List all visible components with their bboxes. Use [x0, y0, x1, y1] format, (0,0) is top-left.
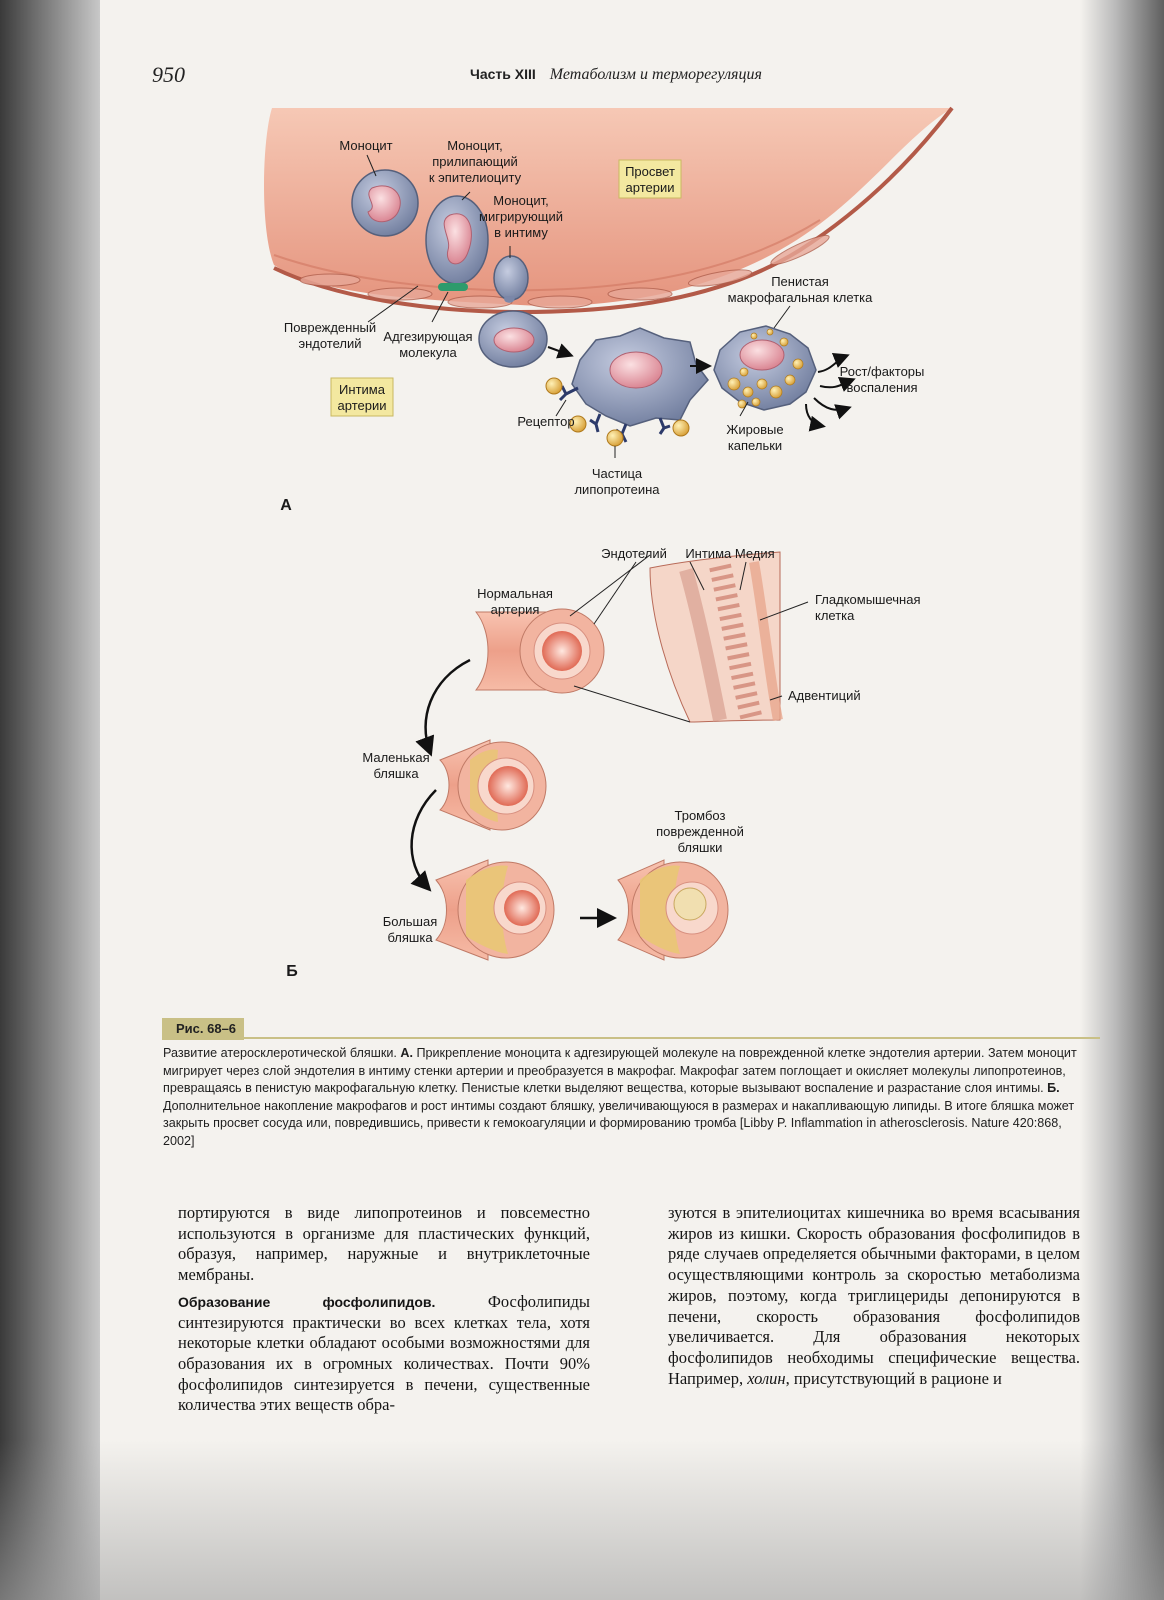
adhesion-label-1: Адгезирующая — [383, 329, 472, 344]
smooth-muscle-layer — [709, 563, 763, 723]
damaged-endothelium-label-2: эндотелий — [298, 336, 361, 351]
lumen-label-box — [618, 159, 682, 199]
panel-a: Просвет артерии — [264, 106, 954, 514]
panel-a-letter: А — [280, 497, 292, 514]
migrating-label-2: мигрирующий — [479, 209, 563, 224]
caption-a-text: Прикрепление моноцита к адгезирующей мол… — [163, 1046, 1077, 1096]
intima-label-2: артерии — [338, 398, 387, 413]
paragraph-phospholipids: Образование фосфолипидов. Фосфолипиды си… — [178, 1292, 590, 1416]
part-label: Часть XIII — [470, 66, 536, 82]
adhering-label-2: прилипающий — [432, 154, 518, 169]
intima-label-1: Интима — [339, 382, 386, 397]
leader-lines — [366, 154, 791, 458]
damaged-endothelium-label-1: Поврежденный — [284, 320, 376, 335]
body-column-left: портируются в виде липопротеинов и повсе… — [178, 1203, 590, 1416]
adventitia-layer — [749, 561, 783, 721]
scan-shadow-right — [1080, 0, 1164, 1600]
endothelial-cells — [299, 234, 830, 309]
normal-artery-label-1: Нормальная — [477, 586, 553, 601]
lipid-droplets-label-2: капельки — [728, 438, 782, 453]
large-plaque-label-2: бляшка — [387, 930, 433, 945]
emphasis-term: холин — [747, 1368, 786, 1388]
foam-label-1: Пенистая — [771, 274, 829, 289]
lumen-label-2: артерии — [626, 180, 675, 195]
adhesion-label-2: молекула — [399, 345, 457, 360]
thrombus — [673, 887, 707, 921]
adhesion-molecule-shape — [438, 283, 468, 291]
lipid-droplets — [727, 328, 804, 409]
small-plaque-label-1: Маленькая — [362, 750, 429, 765]
figure-rule — [244, 1037, 1100, 1039]
small-plaque-label-2: бляшка — [373, 766, 419, 781]
figure-badge: Рис. 68–6 — [162, 1018, 244, 1040]
caption-b-label: Б. — [1047, 1081, 1060, 1096]
normal-artery-label-2: артерия — [491, 602, 540, 617]
endothelium-label: Эндотелий — [601, 546, 667, 561]
lumen-label-1: Просвет — [625, 164, 675, 179]
paragraph: портируются в виде липопротеинов и повсе… — [178, 1203, 590, 1285]
migrating-label-1: Моноцит, — [493, 193, 548, 208]
smooth-muscle-label-2: клетка — [815, 608, 855, 623]
foam-label-2: макрофагальная клетка — [728, 290, 873, 305]
adhering-label-3: к эпителиоциту — [429, 170, 522, 185]
adhering-label-1: Моноцит, — [447, 138, 502, 153]
paragraph-text: Фосфолипиды синтезируются практически во… — [178, 1291, 591, 1415]
paragraph-continued: зуются в эпителиоцитах кишечника во врем… — [668, 1203, 1080, 1389]
growth-factors-label-2: воспаления — [846, 380, 917, 395]
caption-b-text: Дополнительное накопление макрофагов и р… — [163, 1098, 1075, 1148]
adventitia-label: Адвентиций — [788, 688, 861, 703]
receptor-label: Рецептор — [517, 414, 574, 429]
thrombosis-label-2: поврежденной — [656, 824, 744, 839]
lipoprotein-label-1: Частица — [592, 466, 643, 481]
lipid-droplets-label-1: Жировые — [726, 422, 783, 437]
monocyte-label: Моноцит — [339, 138, 392, 153]
intima-label-box — [330, 377, 394, 417]
panel-b-letter: Б — [286, 963, 298, 980]
large-plaque-label-1: Большая — [383, 914, 438, 929]
page-number: 950 — [152, 62, 185, 87]
section-title: Метаболизм и терморегуляция — [549, 66, 762, 83]
thrombosis-label-3: бляшки — [678, 840, 723, 855]
scan-shadow-bottom — [0, 1440, 1164, 1600]
smooth-muscle-label-1: Гладкомышечная — [815, 592, 921, 607]
paragraph-text-end: , присутствующий в рационе и — [785, 1368, 1002, 1388]
paragraph-text: зуются в эпителиоцитах кишечника во врем… — [668, 1203, 1080, 1388]
lipoprotein-particles — [545, 377, 690, 447]
running-head: Часть XIII Метаболизм и терморегуляция — [470, 66, 762, 84]
body-column-right: зуются в эпителиоцитах кишечника во врем… — [668, 1203, 1080, 1389]
caption-a-label: А. — [400, 1046, 413, 1060]
intima-media-label: Интима Медия — [685, 546, 774, 561]
panel-b: Эндотелий Интима Медия Нормальная артери… — [286, 546, 920, 980]
panel-b-leader-lines — [593, 561, 809, 701]
growth-factors-label-1: Рост/факторы — [840, 364, 925, 379]
figure-68-6: Просвет артерии — [264, 106, 954, 980]
thrombosis-label-1: Тромбоз — [675, 808, 726, 823]
run-in-heading: Образование фосфолипидов. — [178, 1293, 436, 1310]
figure-caption: Развитие атеросклеротической бляшки. А. … — [163, 1045, 1093, 1151]
lipoprotein-label-2: липопротеина — [574, 482, 660, 497]
caption-intro: Развитие атеросклеротической бляшки. — [163, 1046, 401, 1060]
migrating-label-3: в интиму — [494, 225, 548, 240]
wall-section — [649, 551, 781, 723]
